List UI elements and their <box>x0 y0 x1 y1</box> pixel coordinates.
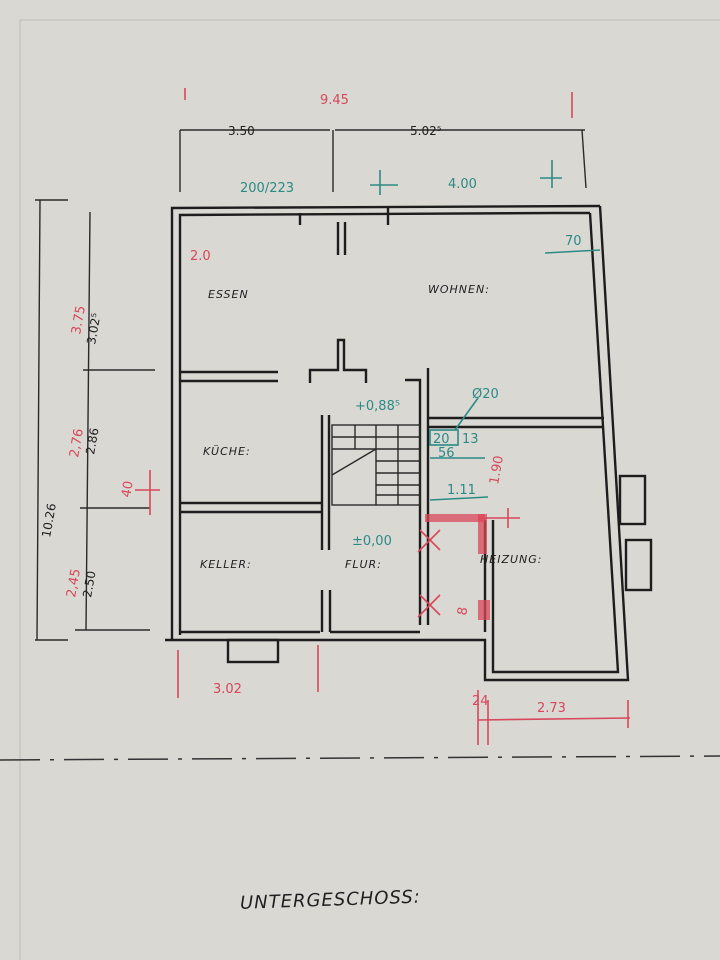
dim-top-left: 3.50 <box>228 124 255 138</box>
dim-total-width: 9.45 <box>320 93 349 108</box>
level-ground: ±0,00 <box>352 534 392 549</box>
dim-red-left-upper: 3.75 <box>69 305 89 336</box>
room-flur: FLUR: <box>345 558 382 571</box>
dim-bottom-keller: 3.02 <box>213 682 242 697</box>
room-essen: ESSEN <box>208 288 249 301</box>
dim-top-right: 5.02⁵ <box>410 124 442 138</box>
dim-window-essen: 200/223 <box>240 181 294 196</box>
walls <box>165 204 653 682</box>
chimney-a: 20 <box>433 432 450 447</box>
room-wohnen: WOHNEN: <box>428 283 490 296</box>
dim-essen-corner: 2.0 <box>190 249 211 264</box>
dimension-lines <box>35 88 631 745</box>
chimney-diameter: Ø20 <box>472 387 499 402</box>
dim-corner: 70 <box>565 234 582 249</box>
dim-left-lower: 2.50 <box>80 570 98 599</box>
dim-red-left-lower: 2,45 <box>64 568 84 599</box>
dim-heizung-wall-thickness: 24 <box>472 694 489 709</box>
dim-red-left-middle: 2,76 <box>67 428 87 459</box>
dim-heizung-wall: 8 <box>455 606 471 617</box>
dim-bottom-heizung: 2.73 <box>537 701 566 716</box>
dim-window-wohnen: 4.00 <box>448 177 477 192</box>
room-keller: KELLER: <box>200 558 252 571</box>
dim-total-height: 10.26 <box>39 502 59 538</box>
dim-heizung-height: 1.90 <box>487 455 507 486</box>
room-kueche: KÜCHE: <box>203 445 251 458</box>
staircase <box>331 424 421 506</box>
dim-left-upper: 3.02⁵ <box>84 312 103 346</box>
dim-window: 40 <box>119 480 137 499</box>
sheet-border <box>0 19 720 960</box>
dim-left-middle: 2.86 <box>83 427 101 456</box>
new-wall-hatched <box>417 508 520 620</box>
level-upper: +0,88⁵ <box>355 399 400 414</box>
room-heizung: HEIZUNG: <box>480 553 543 566</box>
dim-heizung-width: 1.11 <box>447 483 476 498</box>
chimney-b: 13 <box>462 432 479 447</box>
chimney-c: 56 <box>438 446 455 461</box>
